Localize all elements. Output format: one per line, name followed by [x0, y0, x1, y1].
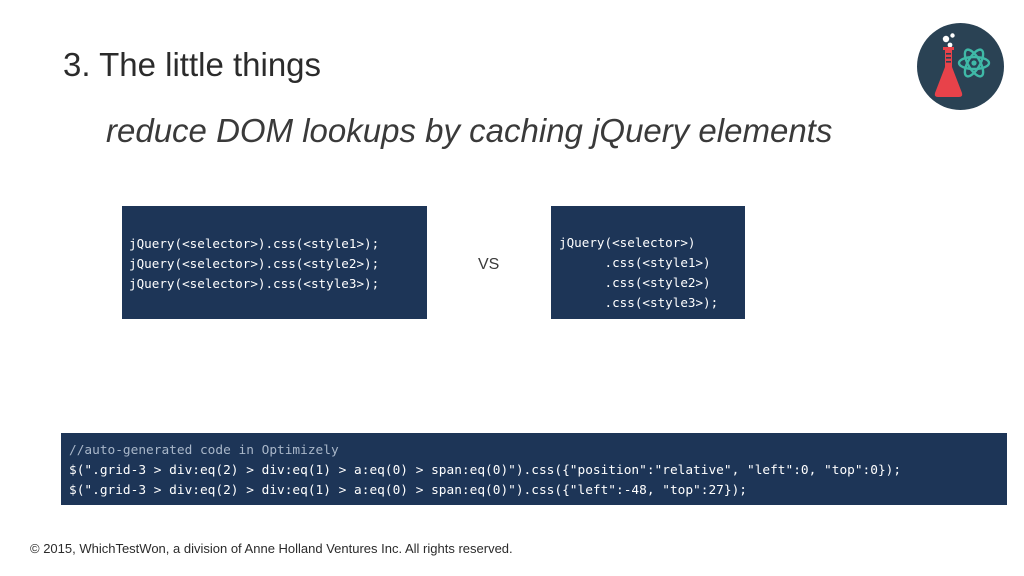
code-line: jQuery(<selector>).css(<style1>); — [129, 236, 380, 251]
code-line: jQuery(<selector>) — [559, 235, 696, 250]
code-line: .css(<style2>) — [559, 275, 711, 290]
slide-title: 3. The little things — [63, 46, 322, 83]
atom-icon — [957, 48, 991, 78]
copyright-footer: © 2015, WhichTestWon, a division of Anne… — [30, 541, 513, 556]
flask-icon — [934, 47, 963, 97]
code-line: jQuery(<selector>).css(<style3>); — [129, 276, 380, 291]
code-block-chained: jQuery(<selector>) .css(<style1>) .css(<… — [551, 206, 745, 319]
slide-subtitle: reduce DOM lookups by caching jQuery ele… — [106, 112, 833, 149]
code-line: $(".grid-3 > div:eq(2) > div:eq(1) > a:e… — [69, 463, 902, 478]
bubble-icon — [950, 33, 955, 38]
code-line: $(".grid-3 > div:eq(2) > div:eq(1) > a:e… — [69, 483, 747, 498]
code-block-uncached: jQuery(<selector>).css(<style1>); jQuery… — [122, 206, 427, 319]
code-block-optimizely: //auto-generated code in Optimizely $(".… — [61, 433, 1007, 505]
code-comment: //auto-generated code in Optimizely — [69, 443, 339, 458]
flask-atom-icon — [917, 23, 1004, 110]
code-line: .css(<style3>); — [559, 295, 719, 310]
bubble-icon — [947, 42, 953, 48]
vs-label: VS — [478, 256, 500, 273]
bubble-icon — [942, 35, 950, 43]
code-line: .css(<style1>) — [559, 255, 711, 270]
code-line: jQuery(<selector>).css(<style2>); — [129, 256, 380, 271]
